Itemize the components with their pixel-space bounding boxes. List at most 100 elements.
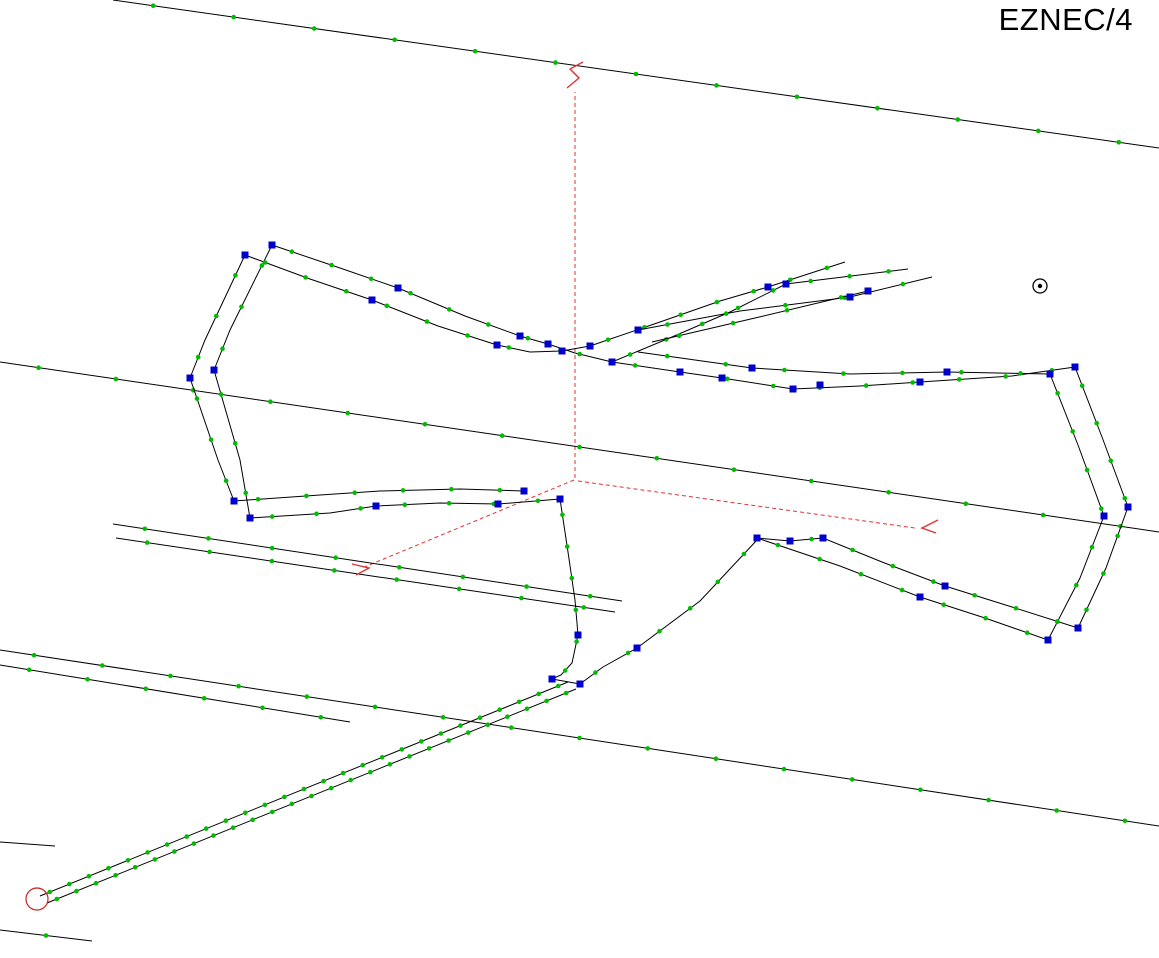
segment-dot [402,502,408,508]
segment-dot [54,896,60,902]
segment-dot [394,577,400,582]
segment-dot [36,365,41,371]
segment-dot [627,352,633,357]
segment-dot [562,668,568,673]
segment-dot [890,563,896,569]
wire-endpoint [368,296,376,304]
segment-dot [239,304,244,310]
segment-dot [555,683,561,689]
segment-dot [783,302,788,308]
segment-dot [150,3,156,9]
segment-dot [262,260,268,265]
segment-dot [808,278,813,284]
segment-dot [1074,582,1079,588]
segment-dot [506,345,512,350]
segment-dot [345,410,351,416]
wire-endpoint [556,495,564,503]
segment-dot [1115,533,1120,539]
segment-dot [553,60,558,65]
segment-dot [372,704,378,710]
segment-dot [260,705,265,711]
wire-endpoint [230,497,238,505]
axis-line-y [361,479,575,569]
segment-dot [86,873,92,879]
wire-right-boom-upper [637,351,1051,375]
segment-dot [206,536,211,541]
wire-endpoint [916,593,924,601]
wire-endpoint [941,582,949,590]
segment-dot [223,818,229,823]
segment-dot [289,801,295,807]
segment-dot [863,383,869,388]
segment-dot [243,490,248,496]
segment-dot [687,606,693,611]
segment-dot [333,555,339,560]
wire-feedpoint-link [551,678,581,685]
segment-dot [794,94,800,100]
wire-lower-left-wire-a [249,498,561,519]
segment-dot [31,652,37,658]
wire-endpoint [548,675,556,683]
segment-dot [419,739,424,744]
segment-dot [625,650,631,656]
wire-endpoint [608,358,616,366]
segment-dot [201,696,207,701]
segment-dot [577,444,582,450]
segment-dot [460,574,466,580]
segment-dot [168,673,173,679]
segment-dot [1084,607,1089,613]
segment-dot [282,794,287,800]
segment-dot [368,769,373,775]
segment-dot [399,747,405,752]
wire-endpoint [494,500,502,508]
segment-dot [731,467,737,473]
segment-dot [184,834,189,839]
segment-dot [573,607,579,613]
wire-endpoint [748,364,756,372]
segment-dot [544,698,549,704]
wire-endpoint [846,293,854,301]
segment-dot [408,290,413,296]
segment-dot [1040,512,1046,518]
segment-dot [645,746,650,751]
wire-endpoint [210,366,218,374]
segment-dot [207,549,212,555]
segment-dot [426,746,432,751]
segment-dot [1089,544,1095,550]
wire-right-loop-inner [1047,373,1105,641]
segment-dot [535,498,541,504]
segment-dot [143,686,149,692]
wire-endpoint [586,342,594,350]
wire-endpoint [916,378,924,386]
segment-dot [564,544,570,549]
segment-dot [838,295,844,300]
wire-ground-6 [0,664,351,723]
segment-dot [676,333,682,339]
segment-dot [955,117,961,122]
segment-dot [1055,390,1060,396]
segment-dot [304,694,310,699]
wire-endpoint [1071,363,1079,371]
segment-dot [332,568,337,573]
segment-dot [574,639,579,644]
segment-dot [784,308,790,313]
segment-dot [321,778,326,784]
source-circle [25,887,49,911]
segment-dot [397,565,402,570]
segment-dot [486,322,491,327]
segment-dot [144,540,150,545]
segment-dot [886,269,891,274]
segment-dot [847,273,852,279]
wire-left-upright-outer-top [189,254,246,379]
segment-dot [301,786,307,792]
segment-dot [972,593,977,598]
segment-dot [232,441,238,446]
segment-dot [665,322,670,327]
segment-dot [1084,467,1090,473]
segment-dot [424,319,430,324]
segment-dot [497,487,503,493]
segment-dot [959,370,964,375]
axis-line-x [577,480,916,529]
